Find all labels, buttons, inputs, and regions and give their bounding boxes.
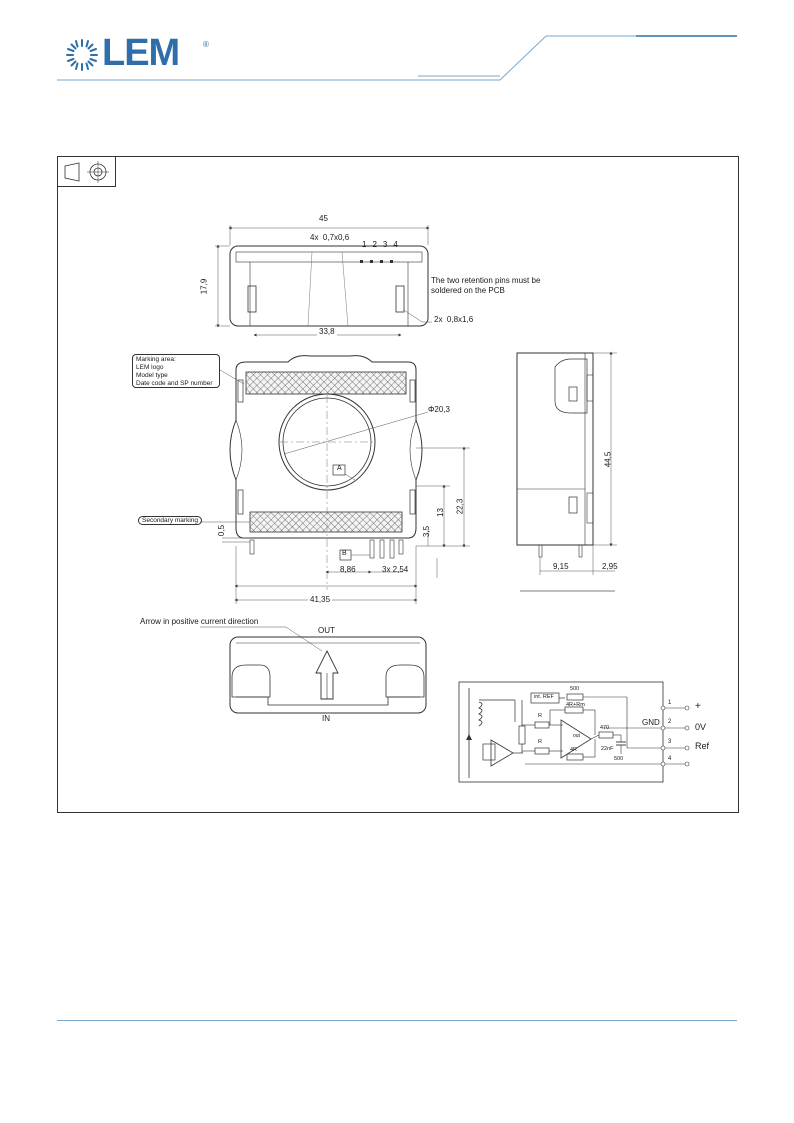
projection-symbol-icon [57,156,116,187]
logo-sunburst-icon [66,39,98,71]
schematic-int-ref: int. REF [534,694,554,700]
in-label: IN [322,714,330,723]
dim-9-15: 9,15 [553,562,569,571]
top-holes-label: 4x 0,7x0,6 [310,233,350,242]
top-view-drawing [215,225,432,337]
dim-22-3: 22,3 [455,498,465,515]
secondary-marking-callout: Secondary marking [138,516,202,525]
dim-13: 13 [435,508,445,517]
retention-note-1: The two retention pins must be [431,276,541,285]
schematic-r500: 500 [570,686,580,692]
footer-rule [57,1020,737,1021]
marking-area-callout: Marking area: LEM logo Model type Date c… [132,354,220,388]
datum-b: B [342,550,347,557]
top-pin-numbers: 1 2 3 4 [362,240,398,249]
dim-0-5: 0,5 [217,524,227,537]
marking-area-line-1: Marking area: [136,356,176,363]
ref-label: Ref [695,741,710,751]
drawing-frame [57,156,739,813]
schematic-r470: 470 [600,725,610,731]
schematic-r-feedback: 4R+Rm [566,702,585,708]
pin-span-dim: 33,8 [317,327,337,336]
front-view-drawing [200,355,470,604]
retention-note-2: soldered on the PCB [431,286,505,295]
circuit-schematic [458,681,690,783]
logo [60,34,220,78]
datum-a: A [337,465,342,472]
pin-pitch-dim: 3x 2,54 [382,565,409,574]
plus-supply-label: + [695,701,701,712]
marking-area-line-4: Date code and SP number [136,380,213,387]
pin-number-4: 4 [393,240,398,249]
schematic-r2: R [538,739,542,745]
pin-number-3: 3 [382,240,388,249]
pin-3-label: 3 [668,739,672,745]
side-height-dim: 44,5 [603,451,613,468]
out-label: OUT [318,626,335,635]
aperture-dim: Φ20,3 [428,405,450,414]
schematic-c22n: 22nF [601,746,614,752]
top-width-dim: 45 [319,214,328,223]
side-view-drawing [516,351,617,592]
dim-3-5: 3,5 [422,525,432,538]
pin-1-label: 1 [668,700,672,706]
total-width-dim: 41,35 [308,595,333,604]
header-rule [57,35,737,81]
schematic-r4: 4R [570,747,578,753]
arrow-note: Arrow in positive current direction [140,617,259,626]
schematic-r1: R [538,713,542,719]
pin-number-1: 1 [362,240,367,249]
retention-pins-label: 2x 0,8x1,6 [434,315,474,324]
brand-name: LEM [102,32,180,74]
schematic-r500b: 500 [614,756,624,762]
dim-8-86: 8,86 [340,565,356,574]
marking-area-line-2: LEM logo [136,364,164,371]
marking-area-line-3: Model type [136,372,168,379]
bottom-view-drawing [200,626,427,714]
top-height-dim: 17,9 [199,278,209,295]
pin-number-2: 2 [372,240,377,249]
schematic-out: out [573,733,580,739]
gnd-label: GND [642,718,660,727]
pin-2-label: 2 [668,719,672,725]
registered-mark: ® [203,40,209,49]
zero-v-label: 0V [695,722,707,732]
pin-4-label: 4 [668,756,672,762]
dim-2-95: 2,95 [602,562,618,571]
